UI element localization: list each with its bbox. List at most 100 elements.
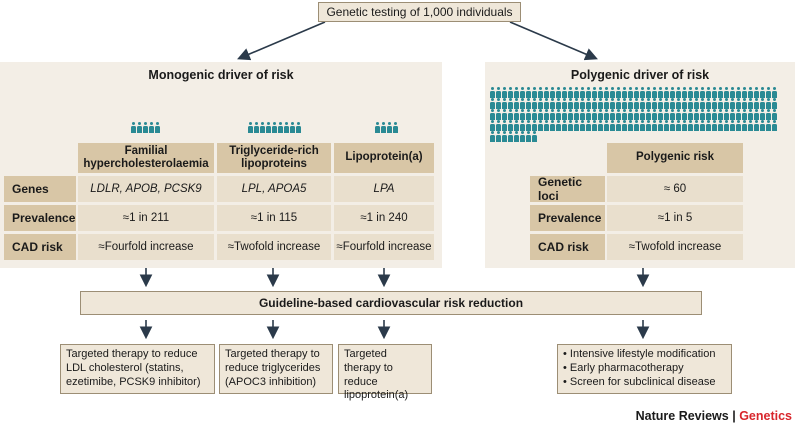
person-icon bbox=[640, 98, 645, 109]
therapy-lpa: Targeted therapy to reduce lipoprotein(a… bbox=[338, 344, 432, 401]
person-icon bbox=[502, 109, 507, 120]
person-icon bbox=[688, 87, 693, 98]
person-icon bbox=[604, 109, 609, 120]
person-icon bbox=[574, 120, 579, 131]
person-icon bbox=[682, 87, 687, 98]
person-icon bbox=[526, 109, 531, 120]
cell-cad-fh: ≈Fourfold increase bbox=[78, 234, 214, 260]
person-icon bbox=[502, 87, 507, 98]
person-icon bbox=[610, 109, 615, 120]
arrow-top-left bbox=[237, 21, 326, 61]
person-icon bbox=[718, 87, 723, 98]
therapy-triglycerides: Targeted therapy to reduce triglycerides… bbox=[219, 344, 333, 394]
arrow-top-right bbox=[509, 21, 598, 61]
person-icon bbox=[508, 87, 513, 98]
person-icon bbox=[598, 120, 603, 131]
person-icon bbox=[544, 87, 549, 98]
person-icon bbox=[502, 131, 507, 142]
therapy-polygenic-item: Intensive lifestyle modification bbox=[570, 348, 726, 362]
person-icon bbox=[754, 98, 759, 109]
person-icon bbox=[550, 109, 555, 120]
person-icon bbox=[284, 122, 289, 133]
person-icon bbox=[700, 98, 705, 109]
person-icon bbox=[766, 87, 771, 98]
person-icon bbox=[580, 109, 585, 120]
person-icon bbox=[754, 120, 759, 131]
person-icon bbox=[742, 120, 747, 131]
person-icon bbox=[550, 87, 555, 98]
person-icon bbox=[676, 98, 681, 109]
person-icon bbox=[664, 87, 669, 98]
person-icon bbox=[526, 87, 531, 98]
person-icon bbox=[754, 109, 759, 120]
person-icon bbox=[676, 87, 681, 98]
person-icon bbox=[568, 109, 573, 120]
person-icon bbox=[598, 109, 603, 120]
person-icon bbox=[550, 98, 555, 109]
person-icon bbox=[562, 109, 567, 120]
person-icon bbox=[706, 98, 711, 109]
person-icon bbox=[586, 87, 591, 98]
person-icon bbox=[694, 120, 699, 131]
person-icon bbox=[700, 120, 705, 131]
person-icon bbox=[610, 87, 615, 98]
person-icon bbox=[502, 120, 507, 131]
person-icon bbox=[598, 98, 603, 109]
row-label-poly-prevalence: Prevalence bbox=[530, 205, 605, 231]
person-icon bbox=[712, 109, 717, 120]
person-icon bbox=[604, 98, 609, 109]
person-icon bbox=[724, 87, 729, 98]
person-icon bbox=[562, 98, 567, 109]
person-icon bbox=[622, 87, 627, 98]
person-icon bbox=[616, 120, 621, 131]
cell-cad-lpa: ≈Fourfold increase bbox=[334, 234, 434, 260]
person-icon bbox=[640, 120, 645, 131]
person-icon bbox=[296, 122, 301, 133]
person-icon bbox=[556, 109, 561, 120]
person-icon bbox=[616, 98, 621, 109]
row-label-genes: Genes bbox=[4, 176, 76, 202]
person-icon bbox=[538, 109, 543, 120]
person-icon bbox=[772, 87, 777, 98]
person-icon bbox=[131, 122, 136, 133]
person-icon bbox=[538, 120, 543, 131]
person-icon bbox=[772, 98, 777, 109]
therapy-polygenic-item: Screen for subclinical disease bbox=[570, 376, 726, 390]
person-icon bbox=[700, 87, 705, 98]
person-icon bbox=[496, 87, 501, 98]
person-icon bbox=[736, 120, 741, 131]
person-icon bbox=[137, 122, 142, 133]
person-icon bbox=[682, 109, 687, 120]
person-icon bbox=[718, 109, 723, 120]
person-icon bbox=[490, 98, 495, 109]
person-icon bbox=[508, 109, 513, 120]
person-icon bbox=[646, 120, 651, 131]
person-icon bbox=[532, 131, 537, 142]
person-icon bbox=[646, 87, 651, 98]
person-icon bbox=[254, 122, 259, 133]
person-icon bbox=[628, 109, 633, 120]
person-icon bbox=[634, 120, 639, 131]
person-icon bbox=[640, 109, 645, 120]
person-icon bbox=[556, 98, 561, 109]
person-icon bbox=[580, 98, 585, 109]
person-icon bbox=[724, 120, 729, 131]
person-icon bbox=[748, 87, 753, 98]
person-icon bbox=[688, 120, 693, 131]
person-icon bbox=[658, 98, 663, 109]
person-icon bbox=[592, 98, 597, 109]
person-icon bbox=[688, 109, 693, 120]
person-icon bbox=[742, 98, 747, 109]
person-icon bbox=[520, 120, 525, 131]
guideline-box: Guideline-based cardiovascular risk redu… bbox=[80, 291, 702, 315]
person-icon bbox=[616, 87, 621, 98]
person-icon bbox=[381, 122, 386, 133]
person-icon bbox=[532, 109, 537, 120]
person-icon bbox=[272, 122, 277, 133]
person-icon bbox=[760, 109, 765, 120]
journal-credit: Nature Reviews | Genetics bbox=[636, 409, 792, 423]
person-icon bbox=[628, 120, 633, 131]
person-icon bbox=[490, 87, 495, 98]
person-icon bbox=[640, 87, 645, 98]
